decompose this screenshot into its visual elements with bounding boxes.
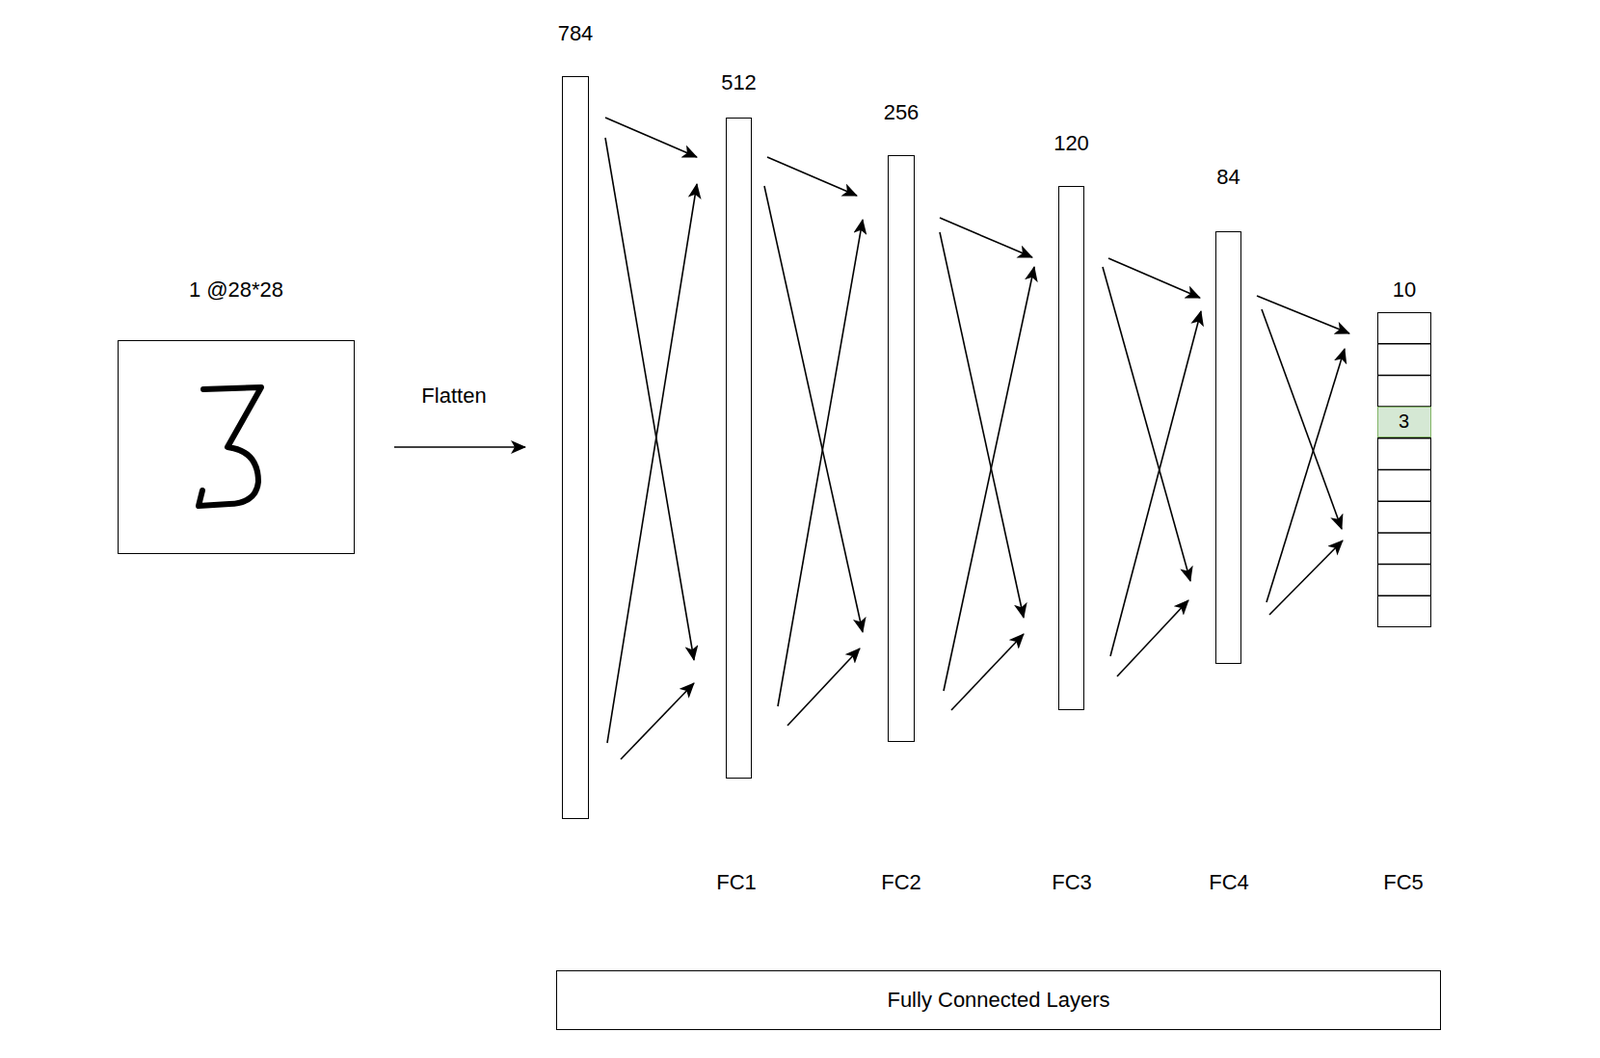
cross-arrow — [777, 219, 863, 707]
cross-arrows — [605, 137, 1345, 760]
cross-arrow — [1266, 348, 1345, 603]
section-box: Fully Connected Layers — [556, 970, 1441, 1031]
layer-connection-arrow — [1108, 258, 1200, 298]
layer-size-label: 10 — [1392, 277, 1416, 303]
layer-bar: 784 — [561, 76, 589, 820]
layer-size-label: 512 — [720, 70, 757, 96]
cross-arrow — [620, 683, 694, 760]
layer-bar: 256 — [887, 155, 915, 743]
edge-label: Flatten — [419, 383, 488, 409]
cell-divider — [1377, 500, 1432, 503]
cross-arrow — [1110, 311, 1201, 657]
layer-name: FC1 — [714, 870, 759, 896]
node-content: 3 — [1378, 407, 1431, 438]
layer-connection-arrow — [605, 117, 697, 158]
layer-bar: 120 — [1058, 186, 1085, 711]
cross-arrow — [1117, 600, 1189, 677]
cross-arrow — [605, 137, 694, 661]
cross-arrow — [607, 184, 697, 744]
node-text: Fully Connected Layers — [886, 987, 1110, 1014]
cross-arrow — [764, 186, 863, 633]
cross-arrow — [1269, 540, 1343, 615]
cell-divider — [1377, 343, 1432, 346]
layer-connection-arrow — [767, 157, 857, 196]
layer-size-label: 120 — [1053, 131, 1090, 157]
cell-divider — [1377, 532, 1432, 534]
cross-arrow — [787, 648, 860, 726]
layer-connection-arrow — [1256, 295, 1350, 334]
handwritten-digit — [198, 387, 262, 507]
cell-divider — [1377, 374, 1432, 377]
cell-divider — [1377, 469, 1432, 472]
layer-size-label: 256 — [883, 100, 920, 126]
layer-connection-arrow — [394, 446, 526, 449]
cell-divider — [1377, 563, 1432, 566]
layer-size-label: 84 — [1216, 164, 1240, 190]
output-cell-highlight: 3 — [1377, 406, 1432, 439]
layer-bar: 512 — [725, 117, 752, 779]
cross-arrow — [1102, 266, 1191, 582]
cross-arrow — [1261, 309, 1342, 530]
layer-bar: 84 — [1215, 231, 1242, 665]
layer-connection-arrow — [939, 217, 1033, 258]
input-image-box: 1 @28*28 — [117, 340, 355, 555]
layer-size-label: 784 — [558, 21, 594, 47]
node-text: 3 — [1398, 410, 1410, 433]
cross-arrow — [951, 634, 1024, 711]
layer-name: FC4 — [1206, 870, 1252, 896]
layer-name: FC3 — [1049, 870, 1094, 896]
layer-name: FC5 — [1381, 870, 1426, 896]
cross-arrow — [939, 232, 1024, 618]
node-content: Fully Connected Layers — [557, 971, 1440, 1030]
output-cell-dividers — [1377, 344, 1432, 597]
layer-size-label: 1 @28*28 — [188, 277, 284, 303]
output-column: 103 — [1377, 312, 1432, 628]
cross-arrow — [943, 266, 1035, 692]
cell-divider — [1377, 595, 1432, 598]
layer-name: FC2 — [879, 870, 924, 896]
